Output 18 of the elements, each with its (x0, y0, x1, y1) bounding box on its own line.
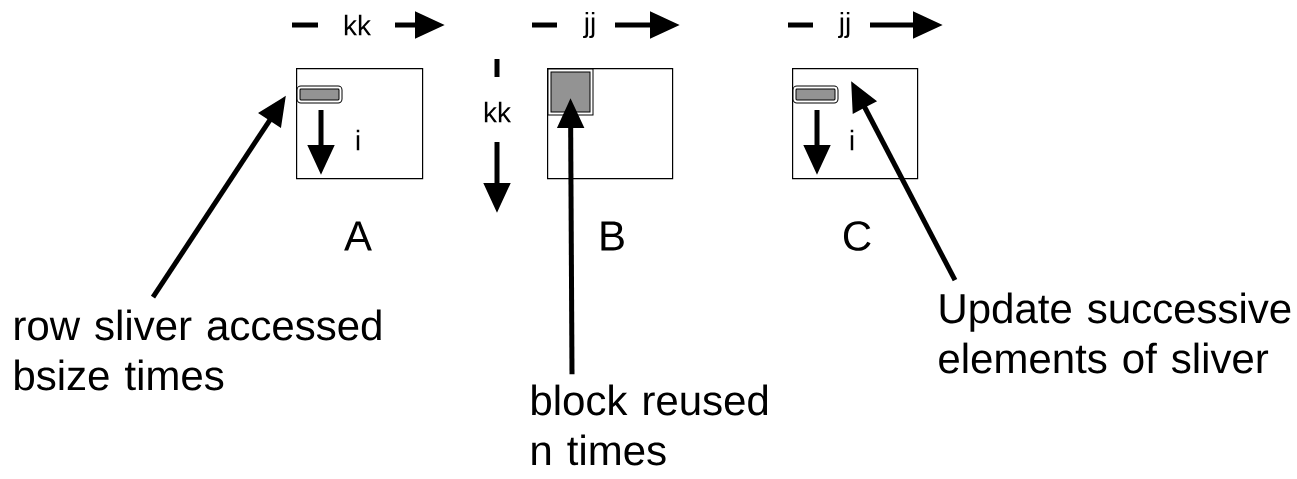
axis-label: jj (583, 11, 595, 39)
axis-label: kk (344, 14, 372, 36)
annotation-text: Update successive elements of sliver (939, 292, 1291, 374)
matrix-box (296, 68, 424, 180)
annotation-text: block reused n times (532, 384, 768, 466)
sliver-bar (792, 85, 839, 104)
matrix-box (547, 68, 674, 180)
axis-label: i (850, 129, 854, 151)
matrix-label: B (601, 221, 624, 251)
matrix-box (792, 68, 919, 180)
block-square (547, 68, 594, 116)
matrix-label: C (843, 221, 871, 251)
axis-label: jj (838, 11, 850, 39)
axis-label: i (356, 129, 360, 151)
sliver-bar (296, 85, 343, 104)
matrix-label: A (344, 221, 372, 251)
annotation-text: row sliver accessed bsize times (15, 309, 381, 391)
axis-label: kk (484, 101, 512, 123)
